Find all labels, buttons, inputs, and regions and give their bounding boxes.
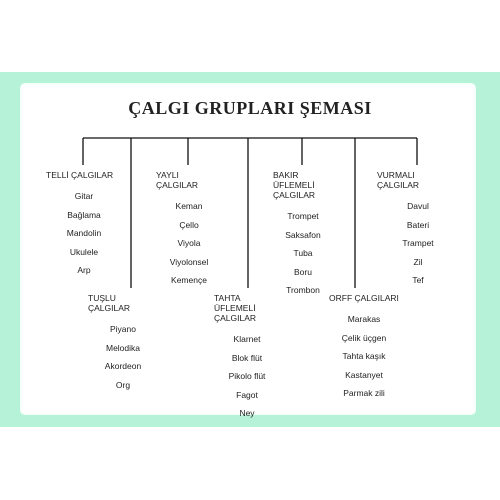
list-item: Pikolo flüt (228, 371, 266, 381)
list-item: Keman (175, 201, 203, 211)
list-item: Viyola (177, 238, 201, 248)
list-item: Parmak zili (343, 388, 385, 398)
list-item: Klarnet (233, 334, 261, 344)
list-item: Arp (77, 265, 91, 275)
list-item: Viyolonsel (169, 256, 209, 267)
group-tuslu-calgilar: TUŞLU ÇALGILAR Piyano Melodika Akordeon … (88, 293, 158, 394)
list-item: Trombon (286, 285, 320, 295)
group-items: Piyano Melodika Akordeon Org (88, 320, 158, 394)
list-item: Kastanyet (345, 369, 383, 380)
list-item: Melodika (105, 342, 141, 353)
list-item: Kemençe (171, 275, 207, 285)
list-item: Tuba (293, 248, 313, 258)
list-item: Mandolin (66, 228, 102, 238)
list-item: Çelik üçgen (341, 332, 387, 343)
group-items: Keman Çello Viyola Viyolonsel Kemençe (156, 197, 222, 290)
list-item: Bateri (406, 219, 430, 230)
list-item: Tahta kaşık (342, 351, 386, 361)
diagram-title: ÇALGI GRUPLARI ŞEMASI (128, 98, 372, 118)
list-item: Org (115, 379, 131, 390)
group-title: VURMALI ÇALGILAR (377, 170, 420, 190)
group-items: Klarnet Blok flüt Pikolo flüt Fagot Ney (214, 330, 280, 423)
group-title: TUŞLU ÇALGILAR (88, 293, 131, 313)
group-title: YAYLI ÇALGILAR (156, 170, 199, 190)
list-item: Fagot (236, 389, 258, 400)
list-item: Blok flüt (231, 352, 263, 363)
list-item: Akordeon (104, 361, 142, 371)
group-orff-calgilari: ORFF ÇALGILARI Marakas Çelik üçgen Tahta… (329, 293, 399, 403)
list-item: Tef (412, 275, 424, 285)
group-tahta-uflemeli-calgilar: TAHTA ÜFLEMELİ ÇALGILAR Klarnet Blok flü… (214, 293, 280, 423)
list-item: Çello (179, 219, 199, 230)
group-title: TELLİ ÇALGILAR (46, 170, 114, 180)
group-items: Trompet Saksafon Tuba Boru Trombon (273, 207, 333, 300)
group-title: ORFF ÇALGILARI (329, 293, 399, 303)
list-item: Zil (413, 256, 423, 267)
list-item: Trompet (287, 211, 319, 221)
list-item: Bağlama (67, 209, 101, 220)
group-items: Marakas Çelik üçgen Tahta kaşık Kastanye… (329, 310, 399, 403)
group-telli-calgilar: TELLİ ÇALGILAR Gitar Bağlama Mandolin Uk… (46, 170, 122, 280)
list-item: Piyano (110, 324, 136, 334)
list-item: Gitar (74, 191, 94, 201)
group-title: BAKIR ÜFLEMELİ ÇALGILAR (273, 170, 316, 200)
list-item: Ukulele (69, 246, 99, 257)
group-items: Gitar Bağlama Mandolin Ukulele Arp (46, 187, 122, 280)
list-item: Ney (239, 408, 255, 418)
list-item: Marakas (347, 314, 381, 324)
group-title: TAHTA ÜFLEMELİ ÇALGILAR (214, 293, 257, 323)
list-item: Trampet (402, 238, 434, 248)
list-item: Saksafon (285, 229, 321, 240)
list-item: Boru (294, 266, 312, 277)
group-bakir-uflemeli-calgilar: BAKIR ÜFLEMELİ ÇALGILAR Trompet Saksafon… (273, 170, 333, 300)
group-yayli-calgilar: YAYLI ÇALGILAR Keman Çello Viyola Viyolo… (156, 170, 222, 290)
group-items: Davul Bateri Trampet Zil Tef (377, 197, 459, 290)
group-vurmali-calgilar: VURMALI ÇALGILAR Davul Bateri Trampet Zi… (377, 170, 459, 290)
list-item: Davul (407, 201, 429, 211)
